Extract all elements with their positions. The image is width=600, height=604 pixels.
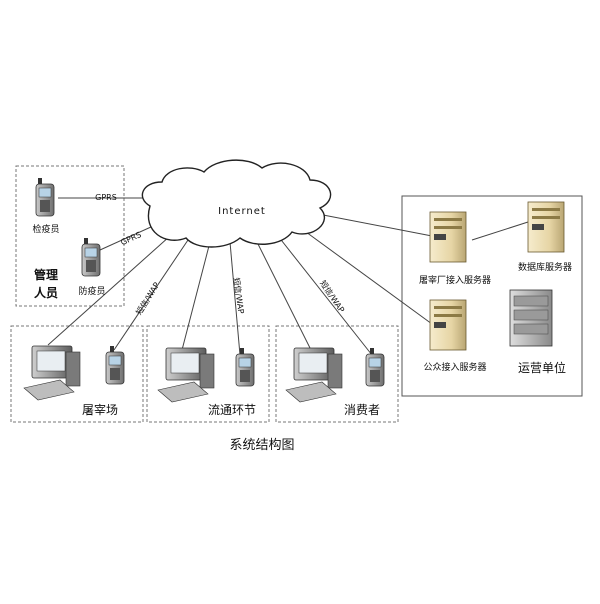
circulation-phone-icon	[235, 348, 255, 387]
public-access-server-label: 公众接入服务器	[423, 361, 486, 373]
slaughterhouse-phone-icon	[105, 346, 125, 385]
gprs-label-2: GPRS	[119, 230, 142, 247]
public-access-server-icon	[429, 299, 467, 351]
diagram-caption: 系统结构图	[229, 438, 294, 453]
circulation-label: 流通环节	[208, 403, 256, 417]
link-consumer-phone-internet	[277, 235, 373, 356]
link-circulation-phone-internet	[229, 241, 241, 356]
link-slaughter-pc-internet	[47, 235, 171, 346]
database-server-icon	[527, 201, 565, 253]
management-label-line1: 管理	[34, 267, 58, 282]
server-group-box	[401, 195, 583, 397]
connection-lines	[47, 197, 529, 356]
circulation-group-box	[146, 325, 270, 423]
slaughterhouse-group-box	[10, 325, 144, 423]
circulation-computer-icon	[157, 347, 215, 403]
gprs-label-1: GPRS	[95, 193, 117, 202]
inspector-phone-icon	[35, 178, 55, 217]
slaughterhouse-access-server-label: 屠宰厂接入服务器	[419, 274, 491, 286]
link-internet-public-server	[305, 231, 433, 325]
epidemic-prevention-phone-icon	[81, 238, 101, 277]
consumer-phone-icon	[365, 348, 385, 387]
link-circulation-pc-internet	[181, 241, 211, 351]
management-group-box	[15, 165, 125, 307]
slaughterhouse-computer-icon	[23, 345, 81, 401]
operator-cabinet-icon	[509, 289, 553, 347]
link-servers	[471, 221, 529, 241]
inspector-label: 检疫员	[32, 223, 59, 235]
sms-wap-label-3: 短信/WAP	[318, 278, 347, 314]
consumer-label: 消费者	[344, 403, 380, 417]
consumer-computer-icon	[285, 347, 343, 403]
link-consumer-pc-internet	[255, 239, 313, 353]
link-internet-slaughter-server	[317, 213, 433, 237]
sms-wap-label-1: 短信/WAP	[134, 280, 162, 316]
internet-label: Internet	[218, 206, 266, 217]
management-label-line2: 人员	[34, 285, 58, 300]
slaughterhouse-access-server-icon	[429, 211, 467, 263]
link-slaughter-phone-internet	[113, 239, 189, 351]
operator-label: 运营单位	[518, 360, 566, 375]
sms-wap-label-2: 短信/WAP	[231, 277, 246, 315]
consumer-group-box	[275, 325, 399, 423]
epidemic-prevention-label: 防疫员	[78, 285, 105, 297]
slaughterhouse-label: 屠宰场	[82, 402, 118, 417]
database-server-label: 数据库服务器	[518, 261, 572, 273]
internet-cloud: Internet	[141, 159, 332, 248]
